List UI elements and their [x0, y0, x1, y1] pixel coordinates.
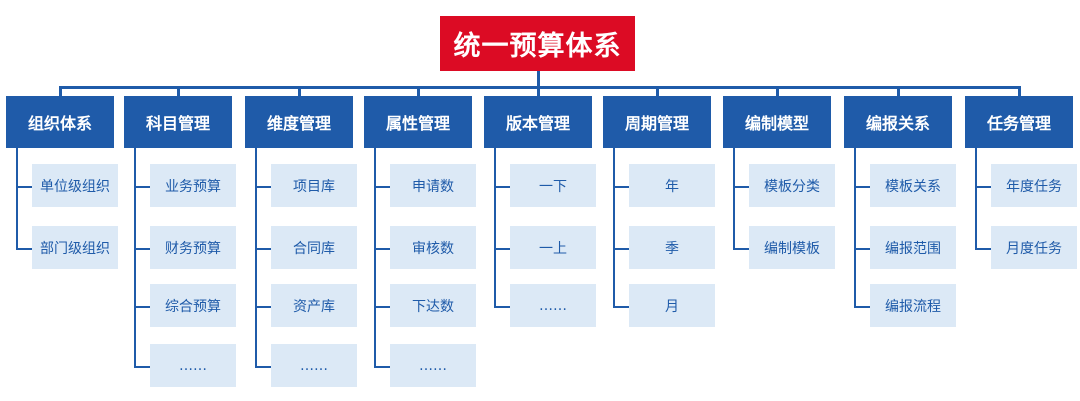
item-connector	[494, 247, 510, 250]
sub-item: ……	[510, 284, 596, 327]
sub-item: 模板关系	[870, 164, 956, 207]
header-connector	[59, 86, 62, 96]
category-header: 编制模型	[723, 96, 831, 148]
item-connector	[854, 305, 870, 308]
branch-spine	[494, 148, 496, 307]
sub-item: 一下	[510, 164, 596, 207]
sub-item: 模板分类	[749, 164, 835, 207]
header-connector	[1018, 86, 1021, 96]
header-connector	[177, 86, 180, 96]
sub-item: 一上	[510, 226, 596, 269]
title-connector	[537, 71, 540, 88]
sub-item: 月	[629, 284, 715, 327]
category-header: 科目管理	[124, 96, 232, 148]
item-connector	[134, 247, 150, 250]
branch-spine	[733, 148, 735, 249]
item-connector	[134, 365, 150, 368]
branch-spine	[613, 148, 615, 307]
sub-item: 单位级组织	[32, 164, 118, 207]
branch-spine	[975, 148, 977, 249]
sub-item: 下达数	[390, 284, 476, 327]
diagram-title: 统一预算体系	[440, 16, 635, 71]
item-connector	[255, 185, 271, 188]
item-connector	[613, 247, 629, 250]
item-connector	[613, 185, 629, 188]
sub-item: 编报范围	[870, 226, 956, 269]
sub-item: 资产库	[271, 284, 357, 327]
sub-item: ……	[150, 344, 236, 387]
sub-item: 年	[629, 164, 715, 207]
category-header: 周期管理	[603, 96, 711, 148]
sub-item: 综合预算	[150, 284, 236, 327]
category-header: 组织体系	[6, 96, 114, 148]
header-connector	[656, 86, 659, 96]
item-connector	[255, 365, 271, 368]
header-connector	[537, 86, 540, 96]
sub-item: 季	[629, 226, 715, 269]
sub-item: 部门级组织	[32, 226, 118, 269]
sub-item: ……	[390, 344, 476, 387]
sub-item: ……	[271, 344, 357, 387]
sub-item: 合同库	[271, 226, 357, 269]
category-header: 任务管理	[965, 96, 1073, 148]
sub-item: 项目库	[271, 164, 357, 207]
header-connector	[298, 86, 301, 96]
branch-spine	[854, 148, 856, 307]
item-connector	[854, 185, 870, 188]
item-connector	[494, 185, 510, 188]
item-connector	[16, 185, 32, 188]
item-connector	[975, 247, 991, 250]
item-connector	[733, 185, 749, 188]
sub-item: 申请数	[390, 164, 476, 207]
sub-item: 审核数	[390, 226, 476, 269]
sub-item: 业务预算	[150, 164, 236, 207]
header-connector	[417, 86, 420, 96]
header-connector	[897, 86, 900, 96]
item-connector	[255, 305, 271, 308]
category-header: 版本管理	[484, 96, 592, 148]
item-connector	[975, 185, 991, 188]
item-connector	[374, 247, 390, 250]
header-connector	[776, 86, 779, 96]
item-connector	[733, 247, 749, 250]
branch-spine	[374, 148, 376, 367]
item-connector	[134, 185, 150, 188]
item-connector	[134, 305, 150, 308]
sub-item: 财务预算	[150, 226, 236, 269]
item-connector	[374, 365, 390, 368]
category-header: 编报关系	[844, 96, 952, 148]
sub-item: 年度任务	[991, 164, 1077, 207]
branch-spine	[255, 148, 257, 367]
category-header: 维度管理	[245, 96, 353, 148]
item-connector	[374, 305, 390, 308]
item-connector	[854, 247, 870, 250]
sub-item: 编报流程	[870, 284, 956, 327]
item-connector	[494, 305, 510, 308]
branch-spine	[134, 148, 136, 367]
item-connector	[374, 185, 390, 188]
sub-item: 月度任务	[991, 226, 1077, 269]
sub-item: 编制模板	[749, 226, 835, 269]
item-connector	[613, 305, 629, 308]
item-connector	[16, 247, 32, 250]
category-header: 属性管理	[364, 96, 472, 148]
branch-spine	[16, 148, 18, 249]
item-connector	[255, 247, 271, 250]
